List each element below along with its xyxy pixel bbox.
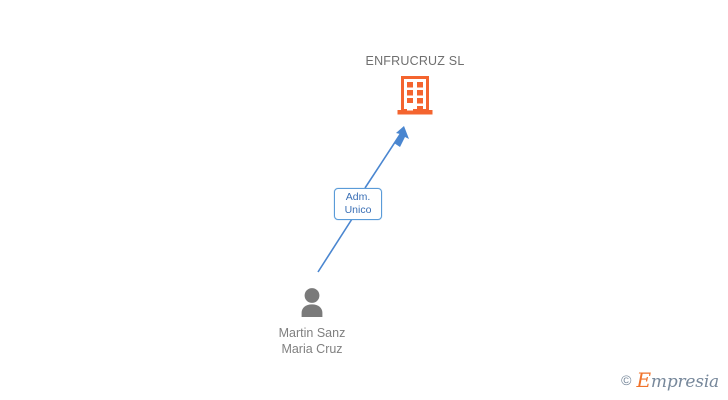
company-name-label: ENFRUCRUZ SL <box>365 54 465 68</box>
brand-rest: mpresia <box>650 371 719 392</box>
building-icon <box>397 76 433 115</box>
brand-wordmark: Empresia <box>637 370 720 391</box>
relationship-connector-upper <box>364 132 402 189</box>
arrowhead-up-right-icon <box>394 126 409 147</box>
person-name-line-2: Maria Cruz <box>281 342 343 356</box>
relation-label-line-2: Unico <box>344 204 372 216</box>
brand-initial: E <box>636 367 652 392</box>
watermark: © Empresia <box>621 369 719 391</box>
copyright-icon: © <box>621 372 632 388</box>
relation-label-box[interactable]: Adm. Unico <box>334 188 382 220</box>
relationship-connector-lower <box>317 218 353 273</box>
company-node[interactable]: ENFRUCRUZ SL <box>310 54 520 118</box>
person-name-label: Martin Sanz Maria Cruz <box>207 325 417 357</box>
company-icon-wrap <box>310 76 520 118</box>
relation-label-line-1: Adm. <box>345 191 371 203</box>
person-icon-wrap <box>207 286 417 320</box>
person-name-line-1: Martin Sanz <box>278 326 346 340</box>
person-icon <box>301 288 323 317</box>
person-node[interactable]: Martin Sanz Maria Cruz <box>207 286 417 357</box>
